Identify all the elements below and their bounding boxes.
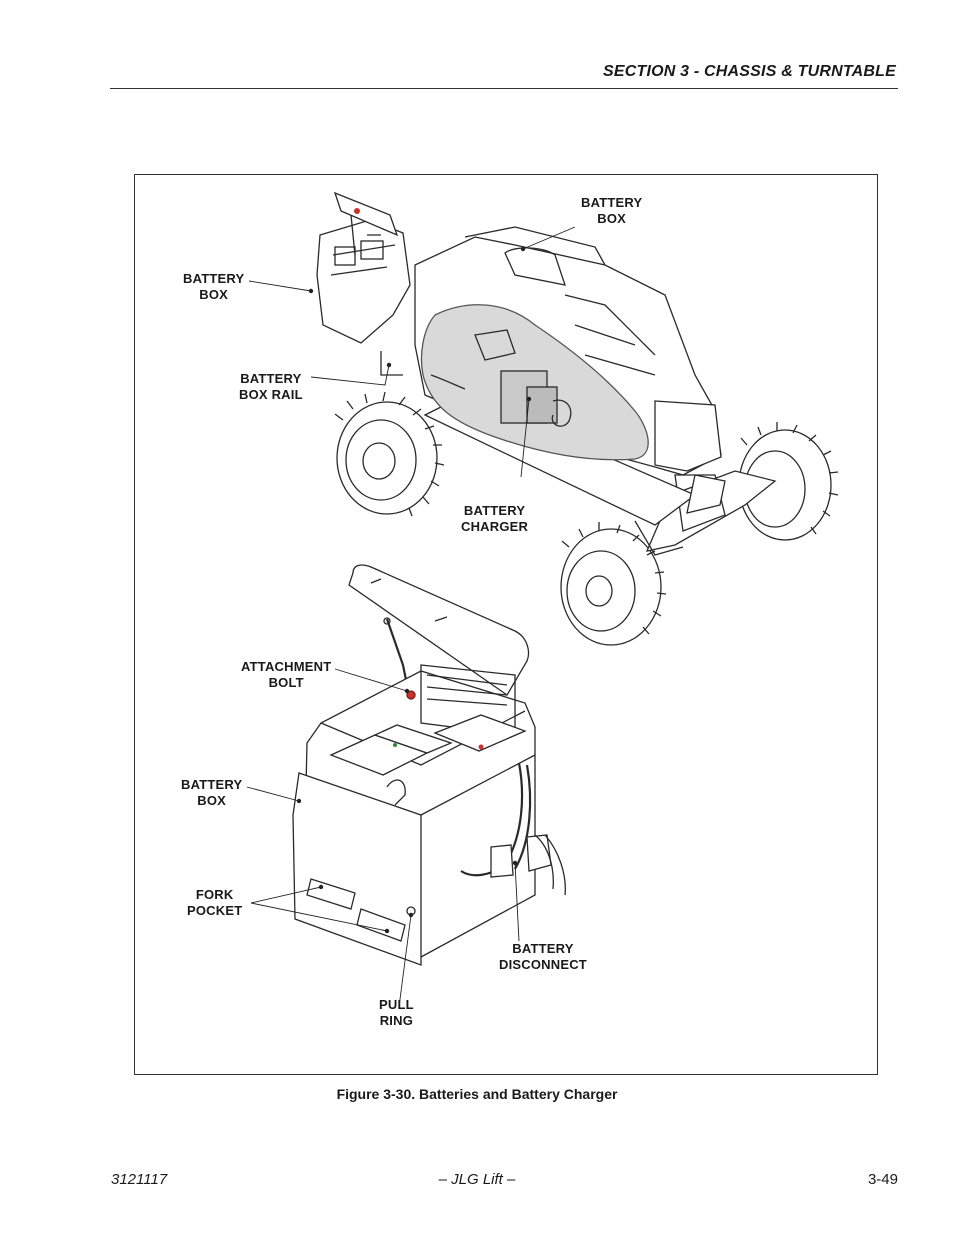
machine-illustration xyxy=(246,191,839,1008)
figure-frame: BATTERY BOX BATTERY BOX BATTERY BOX RAIL… xyxy=(134,174,878,1075)
battery-box-lid xyxy=(348,564,530,696)
section-header-title: SECTION 3 - CHASSIS & TURNTABLE xyxy=(602,63,896,80)
callout-battery-box-top-right: BATTERY BOX xyxy=(581,195,643,226)
callout-fork-pocket: FORK POCKET xyxy=(187,887,243,918)
tire-front-center xyxy=(560,522,667,646)
footer-center-text: – JLG Lift – xyxy=(438,1171,516,1188)
batteries-inside xyxy=(329,690,527,806)
leader-dots xyxy=(296,246,532,934)
footer-page-number: 3-49 xyxy=(867,1171,898,1188)
charger-shaded-panel xyxy=(420,304,649,461)
disconnect-cables xyxy=(460,762,566,896)
callout-battery-disconnect: BATTERY DISCONNECT xyxy=(499,941,587,972)
callout-battery-box-rail: BATTERY BOX RAIL xyxy=(239,371,303,402)
footer-doc-number: 3121117 xyxy=(111,1171,168,1188)
battery-box-upper xyxy=(316,191,411,376)
battery-box-enclosure xyxy=(292,664,536,966)
lid-support-rod xyxy=(383,617,409,686)
callout-battery-box-lower: BATTERY BOX xyxy=(181,777,243,808)
tire-front-right xyxy=(738,422,839,541)
callout-battery-box-top-left: BATTERY BOX xyxy=(183,271,245,302)
tire-rear-left xyxy=(334,391,445,517)
leader-lines xyxy=(246,226,576,1008)
callout-battery-charger: BATTERY CHARGER xyxy=(461,503,529,534)
figure-caption: Figure 3-30. Batteries and Battery Charg… xyxy=(336,1086,618,1102)
callout-pull-ring: PULL RING xyxy=(379,997,414,1028)
header-rule xyxy=(110,88,898,89)
callout-attachment-bolt: ATTACHMENT BOLT xyxy=(241,659,332,690)
